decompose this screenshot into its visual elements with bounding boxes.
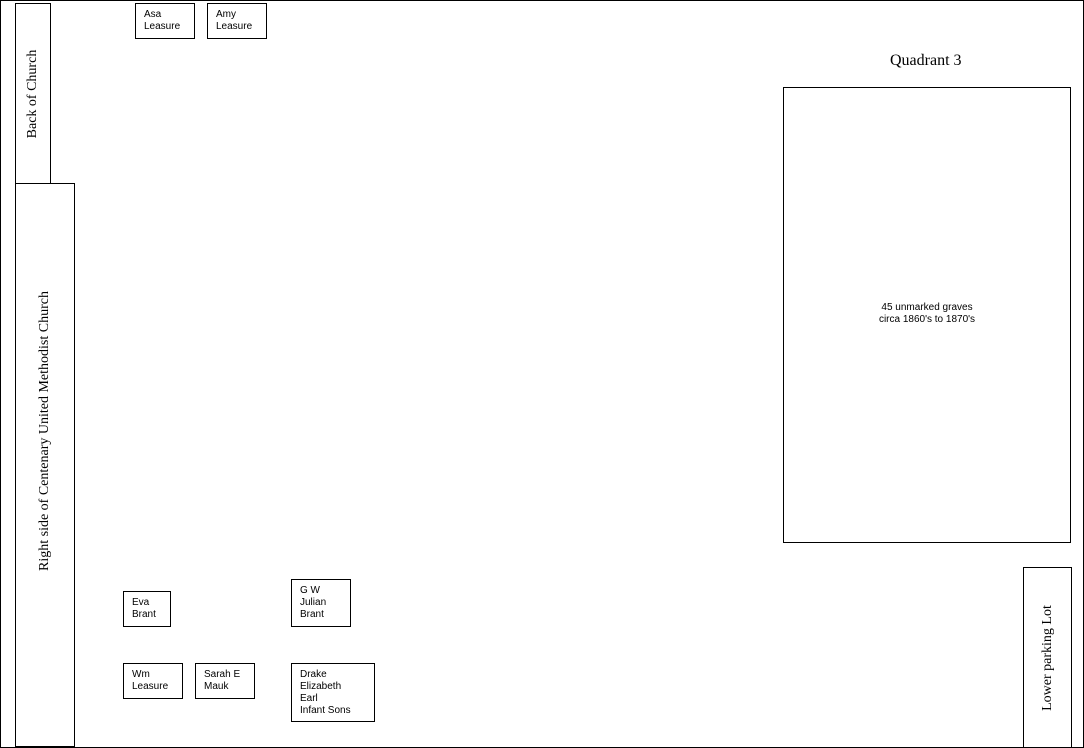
grave-line: Earl <box>300 693 318 704</box>
grave-line: Mauk <box>204 681 229 692</box>
grave-line: Amy <box>216 9 236 20</box>
grave-line: Julian <box>300 597 327 608</box>
grave-line: Drake <box>300 669 327 680</box>
grave-drake-family: Drake Elizabeth Earl Infant Sons <box>291 663 375 722</box>
grave-line: Eva <box>132 597 150 608</box>
grave-line: Brant <box>300 609 324 620</box>
unmarked-graves-line1: 45 unmarked graves <box>881 302 973 313</box>
grave-line: Wm <box>132 669 150 680</box>
grave-gw-julian-brant: G W Julian Brant <box>291 579 351 627</box>
grave-line: Brant <box>132 609 156 620</box>
unmarked-graves-note: 45 unmarked graves circa 1860's to 1870'… <box>784 302 1070 326</box>
church-side-box: Right side of Centenary United Methodist… <box>15 183 75 747</box>
back-of-church-label: Back of Church <box>25 49 40 138</box>
grave-line: Infant Sons <box>300 705 351 716</box>
grave-line: G W <box>300 585 320 596</box>
grave-amy-leasure: Amy Leasure <box>207 3 267 39</box>
lower-parking-box: Lower parking Lot <box>1023 567 1072 748</box>
back-of-church-box: Back of Church <box>15 3 51 184</box>
grave-line: Sarah E <box>204 669 241 680</box>
grave-line: Leasure <box>132 681 169 692</box>
grave-line: Asa <box>144 9 162 20</box>
unmarked-graves-area: 45 unmarked graves circa 1860's to 1870'… <box>783 87 1071 543</box>
grave-wm-leasure: Wm Leasure <box>123 663 183 699</box>
grave-eva-brant: Eva Brant <box>123 591 171 627</box>
grave-line: Elizabeth <box>300 681 342 692</box>
quadrant-title: Quadrant 3 <box>890 52 962 69</box>
lower-parking-label: Lower parking Lot <box>1039 604 1055 711</box>
grave-line: Leasure <box>144 21 181 32</box>
unmarked-graves-line2: circa 1860's to 1870's <box>878 314 976 325</box>
grave-sarah-mauk: Sarah E Mauk <box>195 663 255 699</box>
grave-asa-leasure: Asa Leasure <box>135 3 195 39</box>
church-side-label: Right side of Centenary United Methodist… <box>37 291 52 572</box>
grave-line: Leasure <box>216 21 253 32</box>
